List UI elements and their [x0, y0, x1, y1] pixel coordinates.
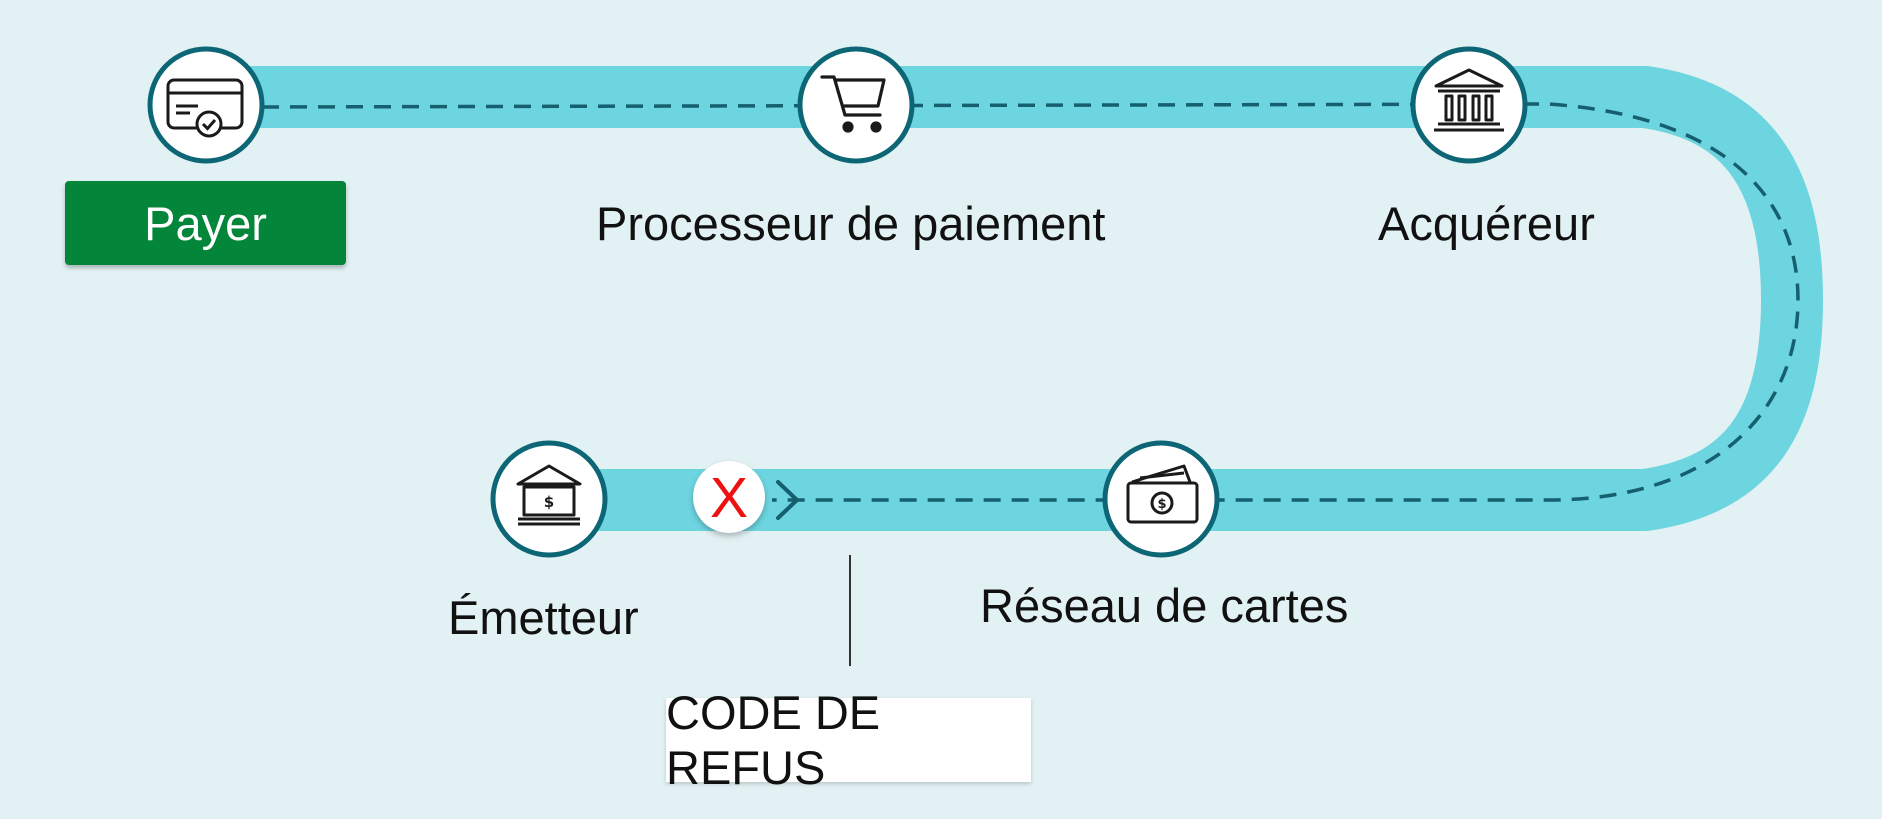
refusal-code-callout: CODE DE REFUS: [666, 686, 1031, 794]
flow-arrow-chevron: [776, 480, 799, 520]
node-issuer: $: [490, 440, 608, 558]
bank-building-icon: [1434, 68, 1504, 132]
shopping-cart-icon: [820, 75, 886, 133]
node-card-network: $: [1102, 440, 1220, 558]
card-network-label: Réseau de cartes: [980, 579, 1349, 632]
cash-cards-icon: $: [1126, 464, 1199, 524]
node-payer: [147, 46, 265, 164]
issuer-label: Émetteur: [448, 591, 639, 644]
credit-card-check-icon: [166, 78, 244, 138]
flow-track: [205, 66, 1824, 531]
refusal-x-marker: X: [693, 461, 765, 533]
svg-text:$: $: [1157, 497, 1166, 512]
node-acquirer: [1410, 46, 1528, 164]
node-processor: [797, 46, 915, 164]
processor-label: Processeur de paiement: [596, 197, 1106, 250]
flow-dashed-line: [261, 102, 1800, 502]
bank-dollar-icon: $: [516, 464, 582, 526]
refusal-x-icon: X: [710, 466, 748, 530]
pay-button[interactable]: Payer: [65, 181, 346, 265]
acquirer-label: Acquéreur: [1378, 197, 1595, 250]
svg-text:$: $: [544, 493, 554, 511]
